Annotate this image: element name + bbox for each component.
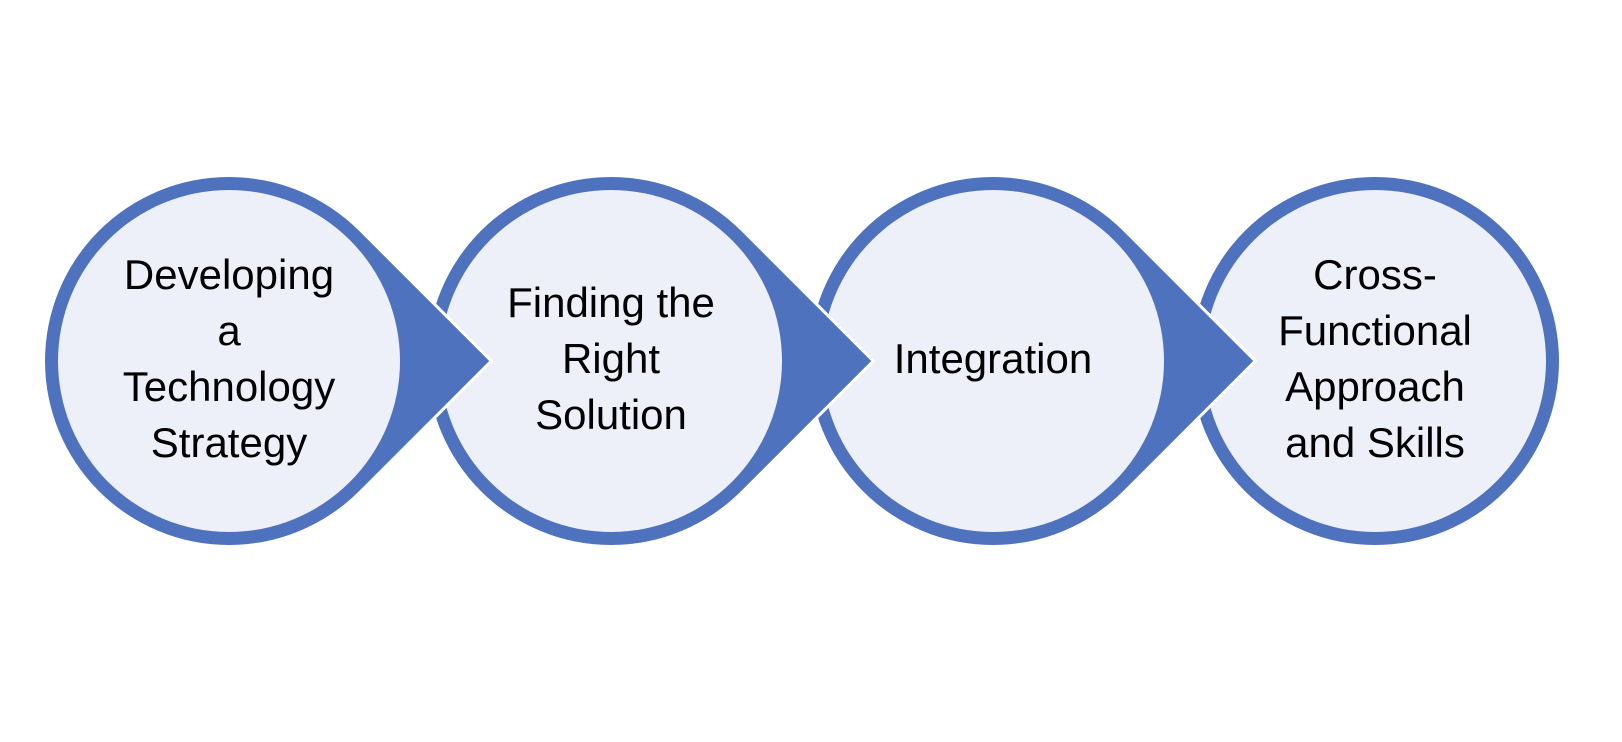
step-shape-2 <box>424 174 876 549</box>
step-shape-1 <box>42 174 494 549</box>
step-shape-3 <box>806 174 1258 549</box>
step-shape-4 <box>1188 174 1562 548</box>
circle-inner-fill <box>1204 190 1546 532</box>
circle-inner-fill <box>440 190 782 532</box>
circle-inner-fill <box>58 190 400 532</box>
circle-inner-fill <box>822 190 1164 532</box>
